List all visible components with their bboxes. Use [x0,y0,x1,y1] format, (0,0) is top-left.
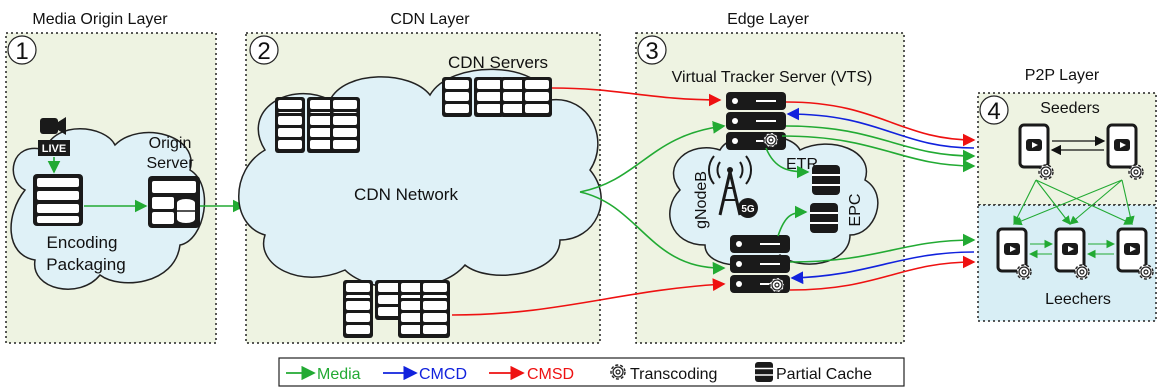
leechers-label: Leechers [1045,291,1111,308]
seeder-phone-1 [1018,123,1050,169]
cdn-network-label: CDN Network [354,185,458,204]
svg-text:1: 1 [15,38,28,65]
seeder-to-leecher-arrows [1012,179,1135,226]
layer-number-3: 3 [637,35,667,65]
leecher-2-transcoding-icon [1074,264,1090,280]
cdn-server-cluster-left [275,97,360,153]
legend-cache-icon [755,362,773,382]
svg-text:3: 3 [645,38,658,65]
packaging-label: Packaging [46,255,125,274]
legend-cmsd-label: CMSD [527,366,574,383]
origin-label-2: Server [146,155,194,172]
origin-label-1: Origin [149,135,192,152]
svg-text:4: 4 [987,98,1000,125]
layer-number-1: 1 [7,35,37,65]
seeder-1-transcoding-icon [1038,164,1054,180]
etr-to-epc-arrow [765,147,810,179]
legend-media-label: Media [317,366,361,383]
epc-label: EPC [847,194,864,227]
origin-layer-title: Media Origin Layer [32,11,168,28]
layer-number-4: 4 [979,95,1009,125]
edge-to-leechers-media-arrow [789,233,976,263]
leecher-3-transcoding-icon [1138,264,1154,280]
gnodeb-label: gNodeB [693,171,710,229]
legend-partial-cache-label: Partial Cache [776,366,872,383]
cdn-layer-title: CDN Layer [390,11,470,28]
fiveg-badge: 5G [738,198,758,218]
leechers-to-edge-cmcd-arrow [790,251,975,285]
vts-to-seeders-media-arrow-2 [781,135,976,173]
legend-transcoding-label: Transcoding [630,366,717,383]
cdn-servers-label: CDN Servers [448,53,548,72]
etr-label: ETR [786,156,818,173]
seeders-label: Seeders [1040,100,1100,117]
layer-number-2: 2 [249,35,279,65]
camera-icon [40,117,66,135]
seeder-2-transcoding-icon [1128,164,1144,180]
cdn-to-etr-media-arrow [579,121,726,193]
svg-text:2: 2 [257,38,270,65]
leecher-phone-3 [1116,227,1148,273]
cdn-to-edge-bottom-cmsd-arrow [451,278,726,316]
leecher-1-transcoding-icon [1016,264,1032,280]
edge-bottom-transcoding-icon [769,277,785,293]
vts-label: Virtual Tracker Server (VTS) [672,69,873,86]
epc-cache-top-icon [811,164,841,196]
seeders-to-vts-cmcd-arrow [786,107,975,149]
vts-to-seeders-cmsd-arrow [785,101,976,147]
svg-text:LIVE: LIVE [42,143,66,155]
cdn-server-cluster-top [442,77,552,117]
gnodeb-tower-icon [707,155,753,216]
svg-text:5G: 5G [741,204,755,215]
cdn-to-vts-cmsd-arrow [551,87,722,107]
vts-to-seeders-media-arrow-1 [785,125,976,163]
encoding-label: Encoding [47,233,118,252]
edge-layer-title: Edge Layer [727,11,810,28]
legend-transcoding-icon [610,364,626,380]
epc-cache-bottom-icon [809,202,839,234]
origin-server-icon [148,176,200,228]
legend: Media CMCD CMSD Transcoding Partial Cach… [278,357,905,387]
live-badge: LIVE [38,140,70,156]
encoder-server-icon [33,174,83,226]
edge-to-epc-arrow [777,205,808,237]
cdn-to-edge-bottom-media-arrow [579,191,726,275]
edge-to-leechers-cmsd-arrow [789,255,976,291]
seeder-phone-2 [1106,123,1138,169]
vts-transcoding-icon [763,132,779,148]
leecher-peer-arrows [1028,239,1116,259]
p2p-layer-title: P2P Layer [1025,67,1100,84]
legend-cmcd-label: CMCD [419,366,467,383]
